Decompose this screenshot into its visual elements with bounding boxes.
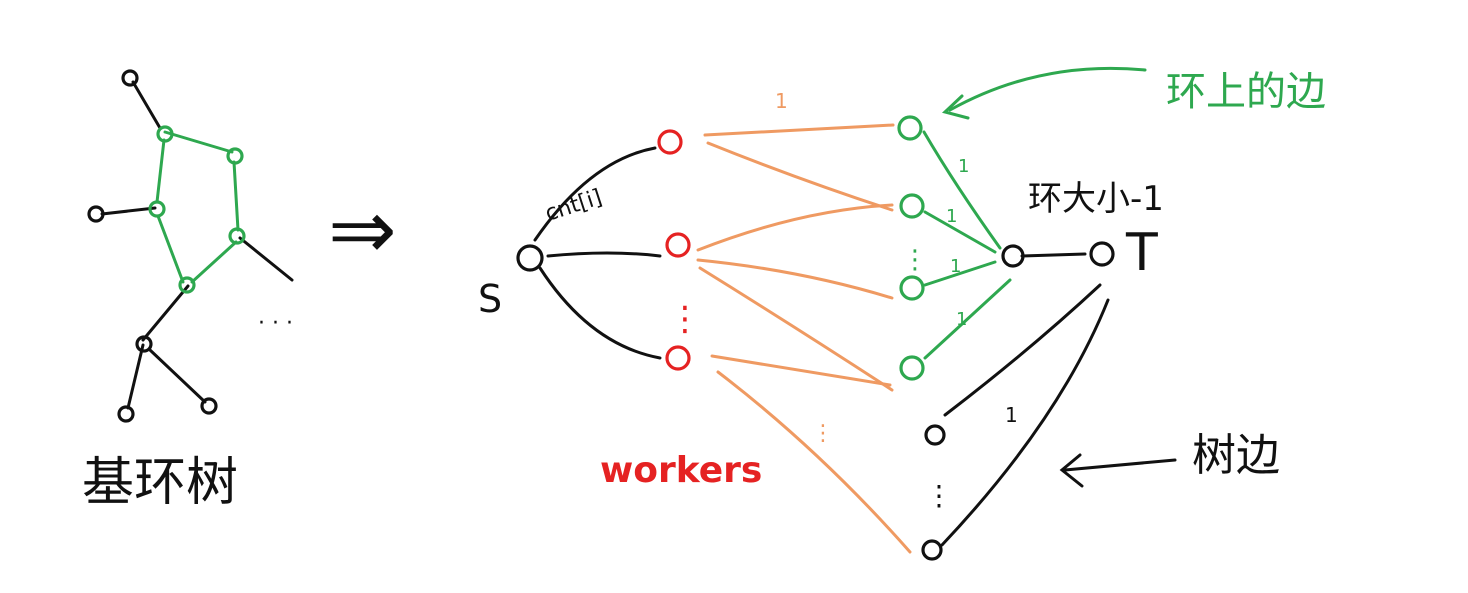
ring-edge-node (899, 355, 925, 381)
cycle-edge (156, 214, 185, 284)
worker-edge (703, 123, 895, 137)
ring-edges-annotation-arrow (948, 66, 1147, 112)
worker-edge (696, 203, 894, 252)
left-ellipsis: · · · (258, 311, 293, 336)
tree-edge (126, 343, 145, 410)
cycle-edge (190, 240, 238, 284)
tree-edge-node (924, 424, 946, 446)
worker-node (657, 129, 683, 155)
graph-node (200, 397, 218, 415)
cycle-edge (232, 160, 240, 232)
ring-capacity-label: 1 (946, 206, 957, 227)
top-capacity-label: 1 (775, 89, 788, 113)
graph-node (135, 335, 153, 353)
orange-ellipsis: ⋮ (812, 421, 834, 446)
sink-label: T (1125, 223, 1158, 283)
source-label: S (478, 277, 502, 321)
workers-label: workers (600, 450, 762, 491)
tree-edge (148, 348, 207, 404)
source-node (516, 244, 544, 272)
source-edge (546, 251, 662, 258)
black-vertical-ellipsis: ⋮ (925, 479, 953, 512)
ring-edge-node (899, 193, 925, 219)
cycle-edge (155, 138, 166, 204)
worker-edge (696, 258, 894, 300)
cycle-node (148, 200, 166, 218)
tree-edge-to-sink (943, 283, 1102, 417)
tree-edge (100, 206, 157, 216)
ring-edge (923, 260, 997, 287)
ring-capacity-label: 1 (958, 156, 969, 177)
tree-edge-to-sink (940, 298, 1110, 547)
left-caption: 基环树 (82, 453, 238, 513)
graph-node (117, 405, 135, 423)
worker-edge (710, 354, 892, 387)
sink-node (1089, 241, 1115, 267)
worker-edge (716, 370, 912, 554)
tree-edge-node (921, 539, 943, 561)
ring-node (1001, 244, 1025, 268)
ring-to-sink-edge (1020, 252, 1087, 258)
tree-edge (141, 284, 190, 342)
arrowhead (941, 94, 970, 120)
tree-edge (238, 236, 294, 282)
worker-vertical-ellipsis: ⋮ (668, 299, 702, 339)
implies-arrow: ⇒ (328, 183, 397, 278)
tree-capacity-label: 1 (1005, 403, 1018, 427)
ring-edge (923, 278, 1012, 360)
worker-edge (698, 266, 894, 392)
ring-edge-node (897, 115, 923, 141)
cycle-edge (163, 130, 234, 154)
cycle-node (226, 147, 244, 165)
source-edge (538, 266, 662, 360)
cycle-node (228, 227, 246, 245)
ring-capacity-label: 1 (956, 309, 967, 330)
arrowhead (1059, 453, 1084, 488)
tree-edges-annotation-arrow (1063, 458, 1177, 472)
graph-node (87, 205, 105, 223)
ring-edge (923, 210, 997, 254)
ring-edge-node (899, 275, 925, 301)
cycle-node (156, 125, 174, 143)
cycle-node (178, 276, 196, 294)
flow-network: 1 ⋮ 1 1 1 1 ⋮ 环大小-1 1 ⋮ S cnt[i] ⋮ worke… (478, 66, 1326, 561)
ring-edge (922, 130, 1002, 250)
green-vertical-ellipsis: ⋮ (902, 245, 928, 275)
pseudo-tree-graph: · · · 基环树 (82, 69, 294, 513)
ring-capacity-label: 1 (950, 256, 961, 277)
ring-edges-annotation: 环上的边 (1166, 69, 1326, 115)
worker-node (665, 345, 691, 371)
tree-edges-annotation: 树边 (1192, 430, 1280, 481)
ring-size-label: 环大小-1 (1028, 179, 1164, 219)
tree-edge (131, 80, 162, 130)
source-edge (533, 146, 657, 242)
graph-node (121, 69, 139, 87)
worker-edge (706, 141, 894, 212)
worker-node (665, 232, 691, 258)
